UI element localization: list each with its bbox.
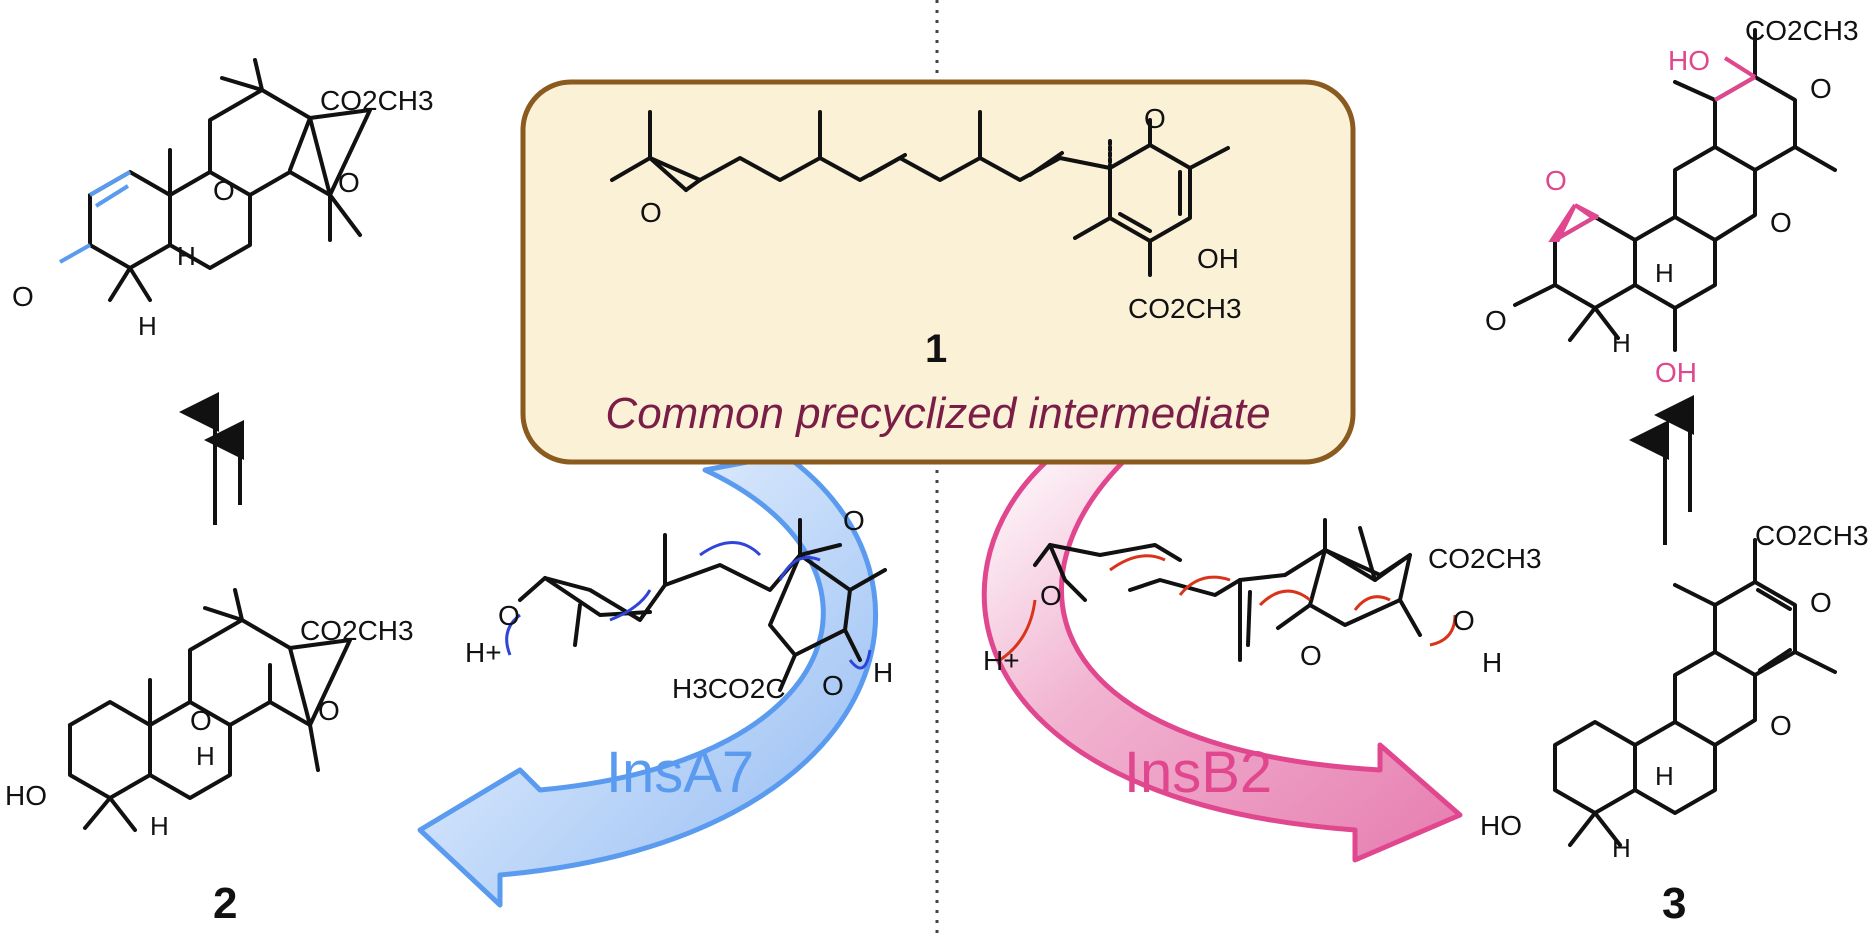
compound-1-epoxide-label: O [640,197,662,228]
compound-1-structure [610,110,1230,277]
insa7-ester: H3CO2C [672,673,786,704]
compound-1-ester-label: CO2CH3 [1128,293,1242,324]
left-top-h2: H [138,311,157,341]
compound-2-structure [68,588,352,832]
left-top-ring-ketone: O [12,281,34,312]
insb2-epox-o: O [1040,580,1062,611]
right-top-epox-o: O [1545,165,1567,196]
insa7-oh-o: O [822,670,844,701]
right-top-oh: OH [1655,357,1697,388]
insa7-oh-h: H [873,657,893,688]
left-top-h1: H [177,241,196,271]
compound-3-number: 3 [1662,879,1686,928]
insb2-transition-state [1033,518,1422,662]
compound-1-oh-label: OH [1197,243,1239,274]
insa7-ketone: O [843,505,865,536]
insb2-label: InsB2 [1124,740,1272,805]
insb2-oh-h: H [1482,647,1502,678]
insb2-hplus: H+ [983,645,1020,676]
insb2-ketone: O [1300,640,1322,671]
insb2-ester: CO2CH3 [1428,543,1542,574]
right-top-ketone: O [1810,73,1832,104]
right-top-ester: CO2CH3 [1745,15,1859,46]
intermediate-caption: Common precyclized intermediate [605,389,1270,438]
right-top-pink-bonds [1548,56,1757,242]
left-top-ester: CO2CH3 [320,85,434,116]
insa7-label: InsA7 [606,740,754,805]
left-top-bridge-ketone: O [213,175,235,206]
insa7-hplus: H+ [465,637,502,668]
compound-3-structure [1553,538,1837,847]
inca7-curved-arrow [417,452,879,908]
compound-3-h1: H [1655,761,1674,791]
compound-3-ring-o: O [1770,710,1792,741]
compound-3-ho: HO [1480,810,1522,841]
compound-2-h2: H [150,811,169,841]
compound-2-h1: H [196,741,215,771]
compound-3-h2: H [1612,833,1631,863]
compound-3-ester: CO2CH3 [1755,520,1869,551]
compound-3-ketone: O [1810,587,1832,618]
intermediate-box [520,79,1356,465]
right-top-ho: HO [1668,45,1710,76]
compound-2-bridge-ketone: O [190,705,212,736]
insb2-oh-o: O [1453,605,1475,636]
insa7-epox-o: O [498,600,520,631]
compound-1-ketone-label: O [1144,103,1166,134]
insb2-curved-arrow [981,447,1463,863]
compound-2-ho: HO [5,780,47,811]
left-top-side-ketone: O [338,167,360,198]
right-top-h2: H [1612,328,1631,358]
compound-2-side-ketone: O [318,695,340,726]
right-top-ring-o: O [1770,207,1792,238]
compound-1-number: 1 [925,327,947,371]
compound-2-ester: CO2CH3 [300,615,414,646]
right-top-ring-ketone: O [1485,305,1507,336]
compound-2-number: 2 [213,879,237,928]
right-top-h1: H [1655,258,1674,288]
